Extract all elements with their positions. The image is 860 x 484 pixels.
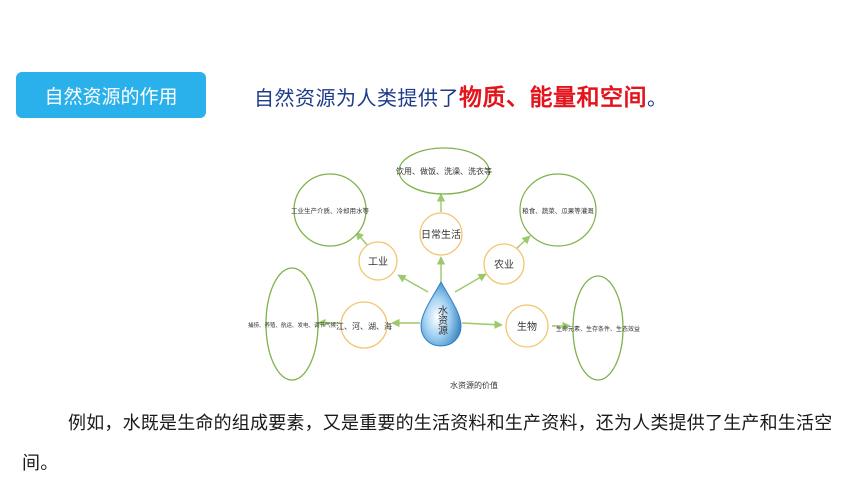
bubble-agriculture [519,173,597,247]
node-rivers-label: 江、河、湖、海 [336,321,392,331]
headline-suffix: 。 [647,86,668,110]
bubble-daily-label: 饮用、做饭、洗澡、洗衣等 [396,166,492,176]
center-label: 水资源 [436,305,448,336]
connector-lines [391,256,503,329]
bubble-biology-label: 生命元素、生存条件、生态效益 [556,325,640,333]
node-agriculture-label: 农业 [494,258,514,271]
node-industry-label: 工业 [368,256,388,268]
bubble-rivers [265,267,319,381]
diagram-caption: 水资源的价值 [450,380,498,390]
water-drop-icon [420,280,462,347]
node-rivers [340,301,388,349]
headline-prefix: 自然资源为人类提供了 [254,86,459,110]
bubble-rivers-label: 捕捞、养殖、航运、发电、调节气候 [248,321,337,329]
node-agriculture [483,243,525,285]
headline-emphasis: 物质、能量和空间 [459,85,647,111]
node-biology-label: 生物 [517,320,537,333]
water-value-diagram: 水资源 日常生活 工业 农业 江、河、湖、海 生物 饮用、做饭、洗澡、洗衣等 工… [248,147,640,390]
headline: 自然资源为人类提供了物质、能量和空间。 [254,78,668,112]
bubble-industry-label: 工业生产介质、冷却用水等 [291,206,370,215]
bubble-industry [293,173,367,247]
node-daily [419,212,463,256]
node-daily-label: 日常生活 [421,228,461,241]
body-paragraph: 例如，水既是生命的组成要素，又是重要的生活资料和生产资料，还为人类提供了生产和生… [22,413,833,474]
node-biology [505,304,549,348]
section-tag: 自然资源的作用 [16,72,206,118]
bubble-biology [572,275,624,381]
bubble-lines [317,193,571,331]
bubble-agriculture-label: 粮食、蔬菜、瓜果等灌溉 [522,206,594,215]
bubble-daily [398,147,490,195]
node-industry [358,241,398,281]
